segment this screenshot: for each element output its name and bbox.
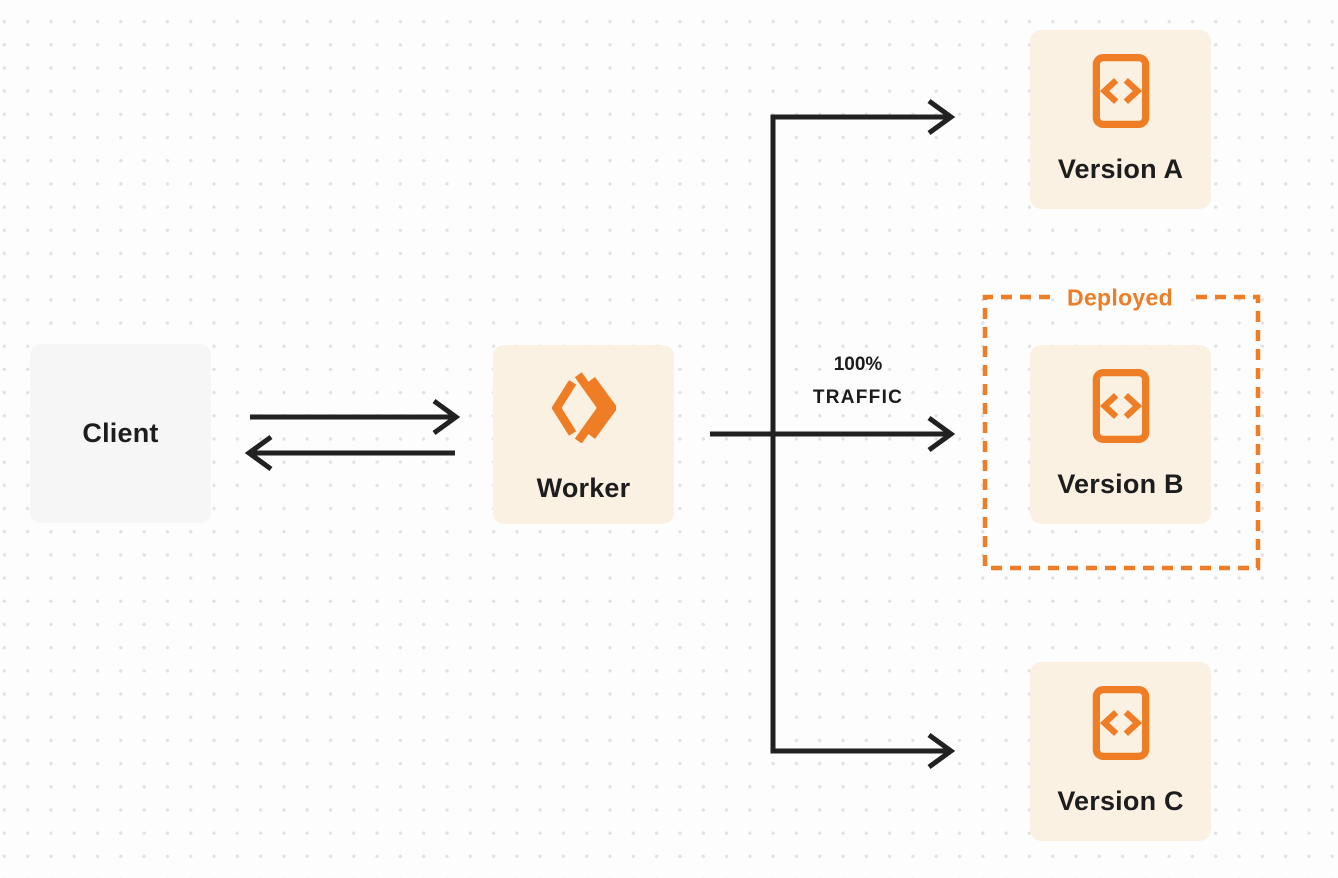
version-c-node: Version C: [1030, 662, 1211, 841]
code-file-icon: [1092, 686, 1149, 760]
client-node-label: Client: [82, 418, 159, 448]
version-b-node: Version B: [1030, 345, 1211, 524]
client-to-worker-arrow: [250, 398, 461, 436]
version-b-node-label: Version B: [1057, 469, 1184, 499]
version-a-node: Version A: [1030, 30, 1211, 209]
worker-node-label: Worker: [536, 473, 631, 503]
worker-node: Worker: [493, 345, 674, 524]
code-file-icon: [1092, 54, 1149, 128]
traffic-word-text: TRAFFIC: [812, 387, 904, 408]
worker-fanout-lines: [710, 98, 956, 770]
worker-to-client-arrow: [244, 434, 455, 472]
deployed-badge-label: Deployed: [1067, 284, 1173, 311]
code-file-icon: [1092, 369, 1149, 443]
version-a-node-label: Version A: [1057, 154, 1184, 184]
workers-double-chevron-icon: [551, 372, 616, 443]
traffic-percentage-label: 100% TRAFFIC: [813, 348, 903, 414]
traffic-percent-text: 100%: [833, 354, 883, 375]
version-c-node-label: Version C: [1057, 786, 1184, 816]
client-node: Client: [30, 344, 211, 523]
